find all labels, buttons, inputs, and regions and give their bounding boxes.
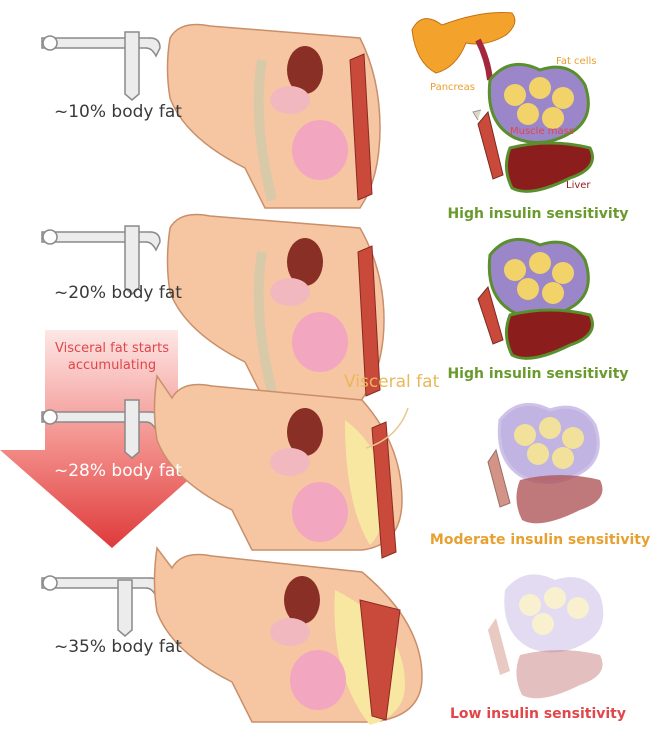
fat-cells-label: Fat cells bbox=[556, 56, 597, 67]
body-fat-label-3: ~28% body fat bbox=[54, 461, 182, 481]
caliper-icon bbox=[41, 399, 161, 459]
sensitivity-label-2: High insulin sensitivity bbox=[447, 366, 629, 382]
accumulation-arrow bbox=[0, 330, 222, 548]
torso-cross-section-1 bbox=[166, 23, 381, 209]
fat-cells-icon bbox=[497, 402, 600, 484]
visceral-fat-label: Visceral fat bbox=[344, 372, 440, 392]
caliper-icon bbox=[41, 31, 161, 101]
torso-cross-section-3 bbox=[153, 373, 403, 559]
visceral-fat-pointer bbox=[365, 407, 409, 449]
liver-icon bbox=[505, 308, 594, 360]
muscle-mass-label: Muscle mass bbox=[510, 126, 575, 137]
torso-cross-section-2 bbox=[166, 213, 385, 403]
muscle-icon bbox=[487, 448, 511, 508]
arrow-text: Visceral fat starts accumulating bbox=[54, 341, 170, 373]
muscle-icon bbox=[472, 109, 504, 180]
liver-icon bbox=[516, 475, 603, 524]
torso-cross-section-4 bbox=[153, 546, 423, 725]
pancreas-icon bbox=[411, 12, 516, 74]
caliper-icon bbox=[41, 225, 161, 295]
muscle-icon bbox=[488, 618, 510, 675]
liver-icon bbox=[505, 141, 594, 193]
sensitivity-label-1: High insulin sensitivity bbox=[447, 206, 629, 222]
sensitivity-label-4: Low insulin sensitivity bbox=[449, 706, 626, 722]
liver-icon bbox=[516, 650, 603, 699]
body-fat-label-2: ~20% body fat bbox=[54, 283, 182, 303]
fat-cells-icon bbox=[504, 574, 604, 653]
fat-cells-icon bbox=[487, 237, 590, 319]
fat-cells-icon bbox=[487, 62, 590, 144]
liver-label: Liver bbox=[566, 180, 591, 191]
pancreas-label: Pancreas bbox=[430, 82, 475, 93]
body-fat-label-1: ~10% body fat bbox=[54, 102, 182, 122]
muscle-icon bbox=[477, 285, 504, 345]
body-fat-label-4: ~35% body fat bbox=[54, 637, 182, 657]
caliper-icon bbox=[41, 575, 161, 637]
sensitivity-label-3: Moderate insulin sensitivity bbox=[429, 532, 651, 548]
